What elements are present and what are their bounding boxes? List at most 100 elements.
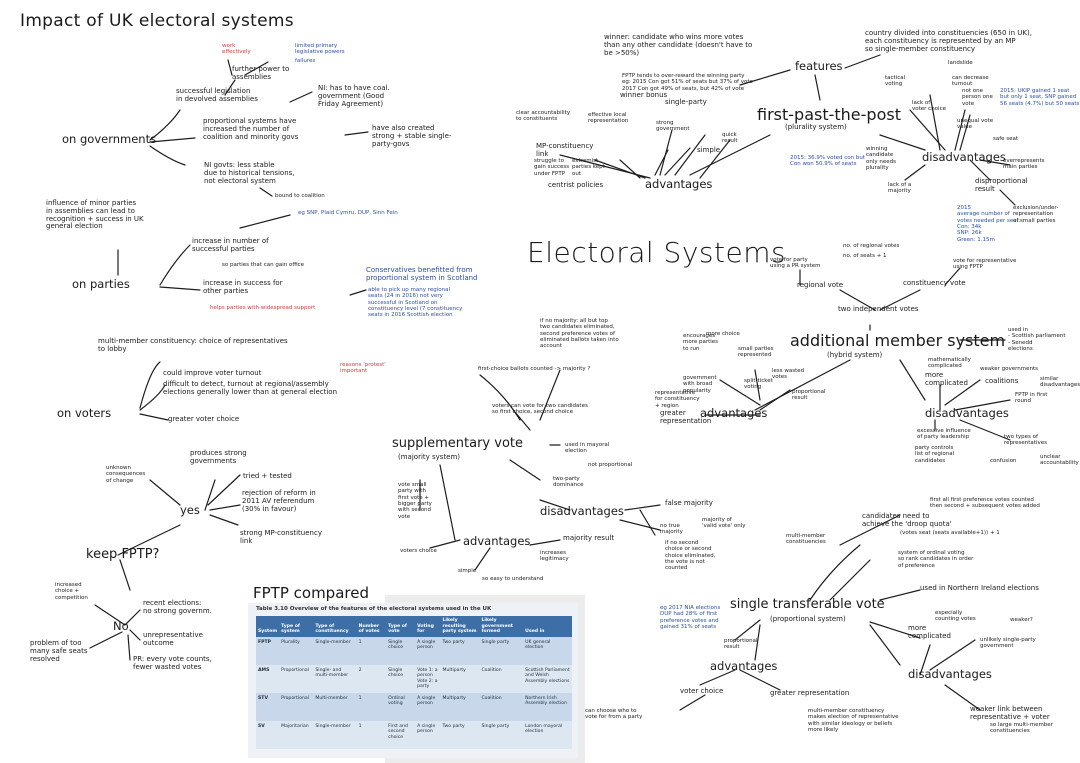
pr-every-vote-text: PR: every vote counts, fewer wasted vote… <box>133 655 212 671</box>
no-hub: No <box>113 619 129 633</box>
table-cell: Vote 1: a person Vote 2: a party <box>415 664 441 693</box>
landslide-text: landslide <box>948 60 973 66</box>
false-majority-text: false majority <box>665 499 713 507</box>
large-multi-text: so large multi-member constituencies <box>990 722 1053 735</box>
successful-legislation-text: successful legislation in devolved assem… <box>176 87 258 103</box>
ams-hub: additional member system <box>790 331 1006 350</box>
produces-strong-text: produces strong governments <box>190 449 247 465</box>
center-panel <box>505 210 735 310</box>
impact-panel-top <box>0 0 505 330</box>
table-cell: Single- and multi-member <box>313 664 357 693</box>
limited-powers-note: limited primary legislative powers <box>295 43 345 56</box>
fptp-compared-title: FPTP compared <box>253 584 369 602</box>
also-created-text: have also created strong + stable single… <box>372 124 452 148</box>
table-cell: Single party <box>479 636 524 665</box>
greater-choice-text: greater voter choice <box>168 415 240 423</box>
two-candidates-text: voters can vote for two candidates so fi… <box>492 403 588 416</box>
unlikely-single-text: unlikely single-party government <box>980 637 1036 650</box>
fptp-panel <box>505 0 1080 240</box>
ams-disadvantages: disadvantages <box>925 406 1009 420</box>
unequal-vote-text: unequal vote value <box>957 118 994 131</box>
fptp-first-round: FPTP in first round <box>1015 392 1048 405</box>
greater-rep-stv: greater representation <box>770 689 850 697</box>
strong-government-text: strong government <box>656 120 690 133</box>
more-complicated-text: more complicated <box>925 371 968 387</box>
lack-majority-text: lack of a majority <box>888 182 912 195</box>
table-cell: Ordinal voting <box>386 692 416 721</box>
encourages-text: encourages more parties to run <box>683 333 719 352</box>
coalitions-text: coalitions <box>985 377 1019 385</box>
two-types-text: two types of representatives <box>1004 434 1047 447</box>
not-proportional-text: not proportional <box>588 462 633 468</box>
winner-bonus-note: FPTP tends to over-reward the winning pa… <box>622 73 753 92</box>
stv-proportional-result: proportional result <box>724 638 758 651</box>
table-header-cell: Used in <box>523 616 572 637</box>
voter-choice-stv: voter choice <box>680 687 724 695</box>
table-header-cell: System <box>256 616 280 637</box>
less-wasted-text: less wasted votes <box>772 368 805 381</box>
disproportional-text: disproportional result <box>975 177 1028 193</box>
sv-advantages: advantages <box>463 534 531 548</box>
can-decrease-text: can decrease turnout <box>952 75 989 88</box>
difficult-detect-text: difficult to detect, turnout at regional… <box>163 380 338 396</box>
sv-hub: supplementary vote <box>392 436 524 451</box>
quick-result-text: quick result <box>722 132 738 145</box>
makes-election-text: multi-member constituency makes election… <box>808 708 899 733</box>
turnout-text: could improve voter turnout <box>163 369 262 377</box>
two-party-text: two-party dominance <box>553 476 584 489</box>
eg-parties-note: eg SNP, Plaid Cymru, DUP, Sinn Fein <box>298 210 398 216</box>
similar-disadv-text: similar disadvantages <box>1040 376 1080 389</box>
conservatives-note: Conservatives benefitted from proportion… <box>366 266 478 282</box>
unclear-text: unclear accountability <box>1040 454 1079 467</box>
keep-fptp-hub: keep FPTP? <box>86 547 160 562</box>
sv-used-in: used in mayoral election <box>565 442 610 455</box>
work-effectively-note: work effectively <box>222 43 251 56</box>
on-governments-hub: on governments <box>62 132 157 146</box>
increase-number-text: increase in number of successful parties <box>192 237 269 253</box>
table-cell: Two party <box>440 636 480 665</box>
table-caption: Table 3.10 Overview of the features of t… <box>256 606 492 612</box>
two-votes-text: two independent votes <box>838 305 919 313</box>
constituency-vote-text: constituency vote <box>903 279 966 287</box>
increase-success-text: increase in success for other parties <box>203 279 283 295</box>
voters-choice-text: voters choice <box>400 548 437 554</box>
safe-seats-text: problem of too many safe seats resolved <box>30 639 88 663</box>
stv-hub-sub: (proportional system) <box>770 615 846 623</box>
table-cell: Coalition <box>479 664 524 693</box>
helps-parties-note: helps parties with widespread support <box>210 305 316 311</box>
single-party-text: single-party <box>665 98 707 106</box>
effective-local-text: effective local representation <box>588 112 629 125</box>
easy-understand-text: so easy to understand <box>482 576 544 582</box>
party-list-text: vote for party using a PR system <box>770 257 821 270</box>
gov-broad-text: government with broad popularity <box>683 375 717 394</box>
fptp-hub-sub: (plurality system) <box>785 123 847 131</box>
table-header-cell: Type of vote <box>386 616 416 637</box>
small-parties-text: small parties represented <box>738 346 774 359</box>
strong-link-text: strong MP-constituency link <box>240 529 322 545</box>
safe-seat-text: safe seat <box>993 136 1019 142</box>
stv-used-in: used in Northern Ireland elections <box>920 584 1039 592</box>
stv-more-complicated: more complicated <box>908 624 951 640</box>
table-cell: Northern Irish Assembly election <box>523 692 572 721</box>
no-seats: no. of seats + 1 <box>843 253 887 259</box>
weaker-link-text: weaker link between representative + vot… <box>970 705 1050 721</box>
table-header-cell: Likely resulting party system <box>440 616 480 637</box>
not-one-person-text: not one person one vote <box>962 88 993 107</box>
table-cell: Multiparty <box>440 664 480 693</box>
eg-2017-note: eg 2017 NIA elections DUP had 28% of fir… <box>660 605 721 630</box>
table-cell: A single person <box>415 636 441 665</box>
table-header-cell: Type of constituency <box>313 616 357 637</box>
table-cell: Coalition <box>479 692 524 721</box>
no-majority-text: if no majority: all but top two candidat… <box>540 318 619 350</box>
table-cell: 1 <box>356 692 387 721</box>
mp-link-text: MP-constituency link <box>536 142 594 158</box>
tactical-voting-text: tactical voting <box>885 75 906 88</box>
legitimacy-text: increases legitimacy <box>540 550 569 563</box>
simple-sv-text: simple <box>458 568 477 574</box>
sv-disadvantages: disadvantages <box>540 504 624 518</box>
table-cell: 1 <box>356 720 387 749</box>
winning-candidate-text: winning candidate only needs plurality <box>866 146 896 171</box>
